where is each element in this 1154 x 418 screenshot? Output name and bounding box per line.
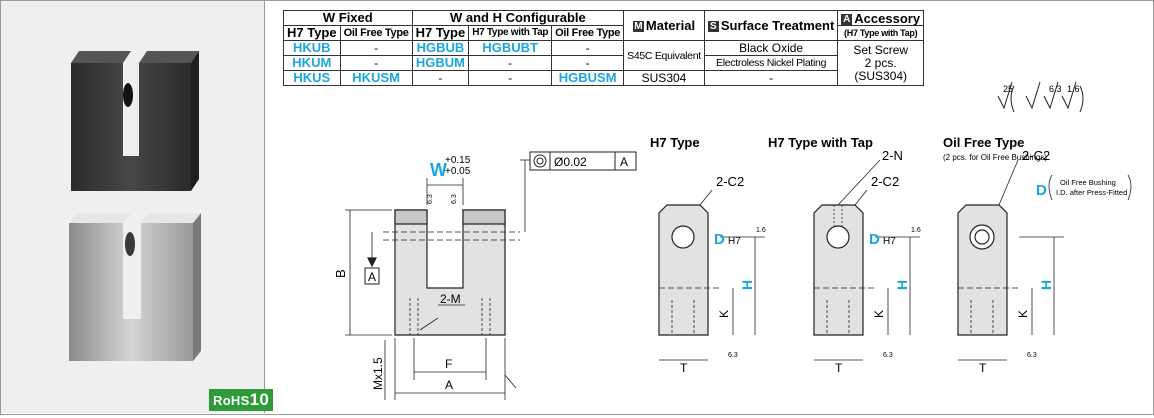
part-number: HKUSM: [339, 70, 413, 86]
dim-m: Mx1.5: [371, 357, 385, 390]
tap-title: H7 Type with Tap: [768, 135, 873, 150]
side-view-tap: [813, 159, 920, 361]
roughness-symbol: [997, 81, 1084, 113]
part-number: HKUS: [283, 70, 341, 86]
dim-b: B: [333, 269, 348, 278]
subheader-oil-free-config: Oil Free Type: [551, 25, 625, 41]
surface-label: Surface Treatment: [720, 17, 835, 33]
oil-title: Oil Free Type: [943, 135, 1024, 150]
tap-n2: 2-N: [882, 148, 903, 163]
tap-r16: 1.6: [911, 227, 921, 234]
oil-t: T: [979, 361, 987, 375]
tap-r63: 6.3: [883, 352, 893, 359]
h7-r16: 1.6: [756, 227, 766, 234]
h7-k: K: [717, 310, 731, 318]
material-label: Material: [645, 17, 696, 33]
part-number: HKUM: [283, 55, 341, 71]
tol-lower: +0.05: [445, 166, 471, 177]
oil-h: H: [1038, 280, 1054, 290]
rough-63b: 6.3: [451, 194, 458, 204]
rohs-label: RoHS: [213, 393, 250, 408]
roughness-a: 6.3: [1049, 84, 1062, 94]
h7-d: D: [714, 231, 725, 248]
tol-upper: +0.15: [445, 155, 471, 166]
concentricity-value: Ø0.02: [554, 155, 587, 169]
oil-d: D: [1036, 182, 1047, 199]
subheader-h7: H7 Type: [283, 25, 341, 41]
tap-h: H: [894, 280, 910, 290]
table-row: HKUS HKUSM - - HGBUSM SUS304 -: [283, 70, 924, 86]
surface-value: Black Oxide: [703, 40, 839, 56]
subheader-oil-free: Oil Free Type: [339, 25, 413, 41]
concentricity-frame: [529, 151, 637, 171]
h7-t: T: [680, 361, 688, 375]
concentricity-datum: A: [620, 155, 628, 169]
roughness-b: 1.6: [1067, 84, 1080, 94]
subheader-h7-config: H7 Type: [411, 25, 470, 41]
side-view-h7: [658, 189, 765, 361]
oil-r63: 6.3: [1027, 352, 1037, 359]
dim-2m: 2-M: [440, 292, 461, 306]
dim-a: A: [445, 378, 453, 392]
accessory-line: 2 pcs.: [864, 55, 897, 70]
roughness-main: 25: [1003, 84, 1013, 94]
silver-block-photo: [69, 213, 201, 361]
tap-t: T: [835, 361, 843, 375]
material-icon: M: [632, 20, 644, 32]
material-value: S45C Equivalent: [623, 40, 705, 71]
subheader-h7-tap: H7 Type with Tap: [468, 25, 553, 41]
bushing-note-2: I.D. after Press-Fitted: [1056, 188, 1127, 197]
rohs-number: 10: [249, 390, 270, 409]
part-number: -: [411, 70, 470, 86]
h7-h7: H7: [728, 236, 741, 247]
dim-f: F: [445, 357, 452, 371]
accessory-value: Set Screw 2 pcs. (SUS304): [837, 40, 925, 86]
tap-d: D: [869, 231, 880, 248]
tap-c2: 2-C2: [871, 174, 899, 189]
header-w-fixed: W Fixed: [283, 10, 413, 26]
h7-h: H: [739, 280, 755, 290]
part-number: HGBUSM: [551, 70, 625, 86]
bushing-note-1: Oil Free Bushing: [1060, 178, 1116, 187]
oil-note: (2 pcs. for Oil Free Bushings): [943, 153, 1047, 162]
accessory-label: Accessory: [854, 10, 921, 26]
rohs-badge: RoHS10: [209, 389, 274, 411]
dark-block-photo: [71, 51, 199, 191]
product-photos: [69, 51, 201, 361]
tap-h7: H7: [883, 236, 896, 247]
accessory-icon: A: [841, 13, 853, 25]
product-photo-panel: RoHS10: [1, 1, 274, 413]
header-wh-configurable: W and H Configurable: [411, 10, 625, 26]
surface-icon: S: [707, 20, 719, 32]
accessory-line: Set Screw: [853, 42, 909, 57]
table-row: HKUB - HGBUB HGBUBT - S45C Equivalent Bl…: [283, 40, 925, 86]
material-value: SUS304: [623, 70, 705, 86]
table-row: HKUM - HGBUM - - Electroless Nickel Plat…: [283, 55, 924, 71]
h7-r63: 6.3: [728, 352, 738, 359]
h7-title: H7 Type: [650, 135, 700, 150]
oil-k: K: [1016, 310, 1030, 318]
surface-value: -: [703, 70, 839, 86]
side-view-oil-free: [957, 159, 1132, 361]
tap-k: K: [872, 310, 886, 318]
datum-box-label: A: [368, 270, 376, 284]
datum-box: [364, 267, 380, 285]
h7-c2: 2-C2: [716, 174, 744, 189]
rough-63: 6.3: [427, 194, 434, 204]
part-number: HKUB: [283, 40, 341, 56]
front-view: [345, 159, 530, 400]
accessory-line: (SUS304): [854, 68, 908, 83]
w-label: W: [430, 160, 447, 180]
oil-c2: 2-C2: [1022, 148, 1050, 163]
